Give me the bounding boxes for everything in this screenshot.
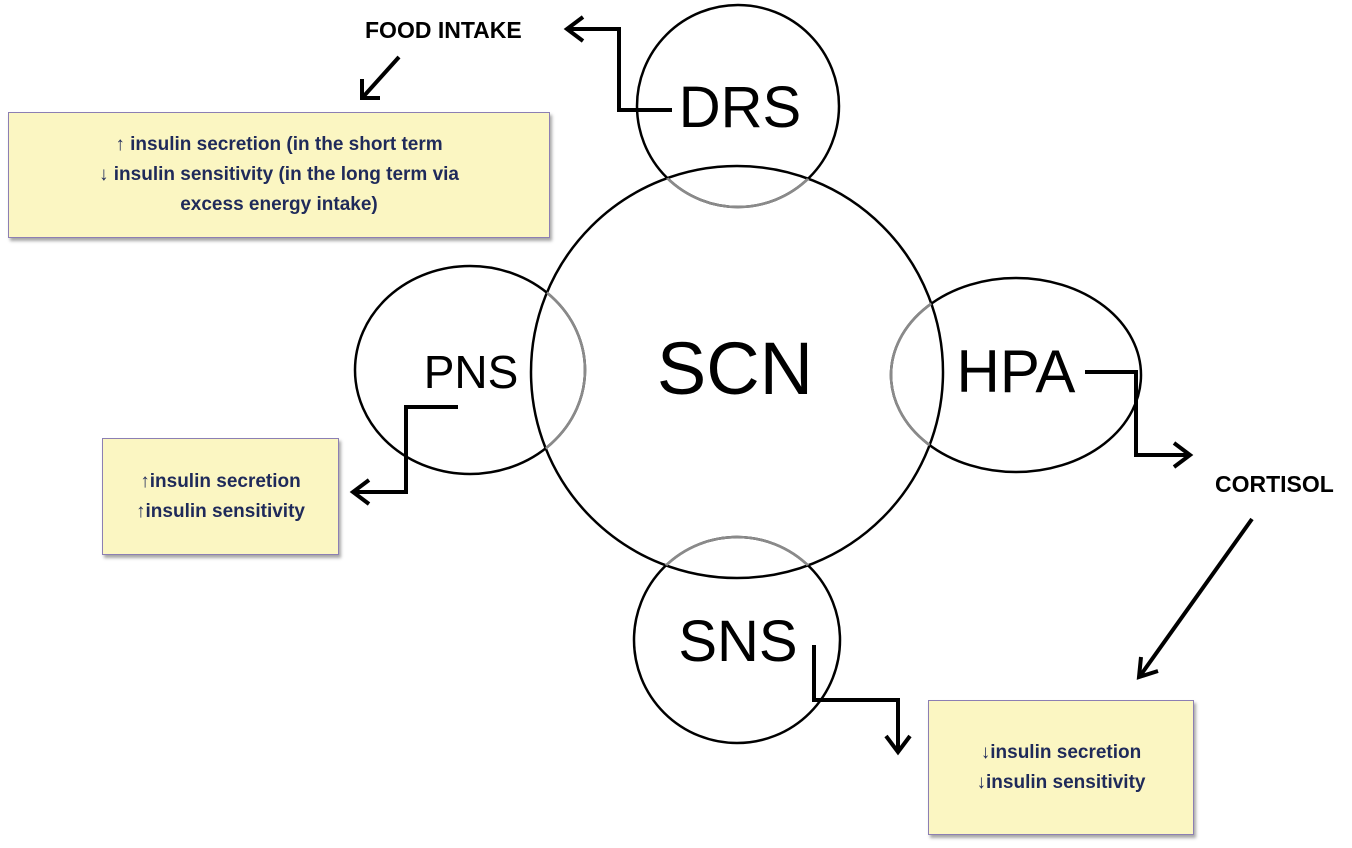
pns-effect-box: ↑insulin secretion ↑insulin sensitivity	[102, 438, 339, 555]
scn-label: SCN	[657, 327, 813, 410]
scn-circle	[529, 164, 945, 580]
food-to-box-arrowhead	[360, 79, 380, 100]
food-effect-line-3: excess energy intake)	[180, 194, 378, 215]
cortisol-label: CORTISOL	[1215, 471, 1334, 497]
hpa-label: HPA	[957, 338, 1076, 405]
food-to-box-line	[361, 55, 401, 99]
sns-down-arrowhead	[884, 734, 912, 756]
pns-effect-line-1: ↑insulin secretion	[140, 470, 301, 492]
cortisol-to-box-line	[1138, 517, 1254, 678]
pns-label: PNS	[424, 346, 519, 398]
pns-effect-line-2: ↑insulin sensitivity	[136, 500, 305, 522]
drs-to-food-arrowhead	[563, 15, 585, 43]
sns-cortisol-effect-line-1: ↓insulin secretion	[980, 741, 1142, 763]
overlap-arcs	[531, 166, 943, 578]
cortisol-to-box-arrowhead	[1136, 656, 1159, 680]
pns-to-box-arrowhead	[349, 478, 371, 506]
drs-to-food-line	[568, 27, 672, 112]
hpa-to-cortisol-line	[1085, 370, 1190, 457]
connectors	[349, 15, 1254, 756]
drs-label: DRS	[679, 75, 801, 140]
food-intake-label: FOOD INTAKE	[365, 17, 522, 43]
sns-cortisol-effect-box: ↓insulin secretion ↓insulin sensitivity	[928, 700, 1194, 835]
pns-to-box-line	[354, 405, 458, 494]
food-effect-box: ↑ insulin secretion (in the short term ↓…	[8, 112, 550, 238]
food-effect-line-1: ↑ insulin secretion (in the short term	[115, 134, 443, 155]
sns-label: SNS	[678, 609, 797, 674]
hpa-to-cortisol-arrowhead	[1172, 441, 1194, 469]
sns-cortisol-effect-line-2: ↓insulin sensitivity	[976, 771, 1146, 793]
food-effect-line-2: ↓ insulin sensitivity (in the long term …	[98, 164, 459, 185]
sns-down-line	[812, 645, 900, 751]
